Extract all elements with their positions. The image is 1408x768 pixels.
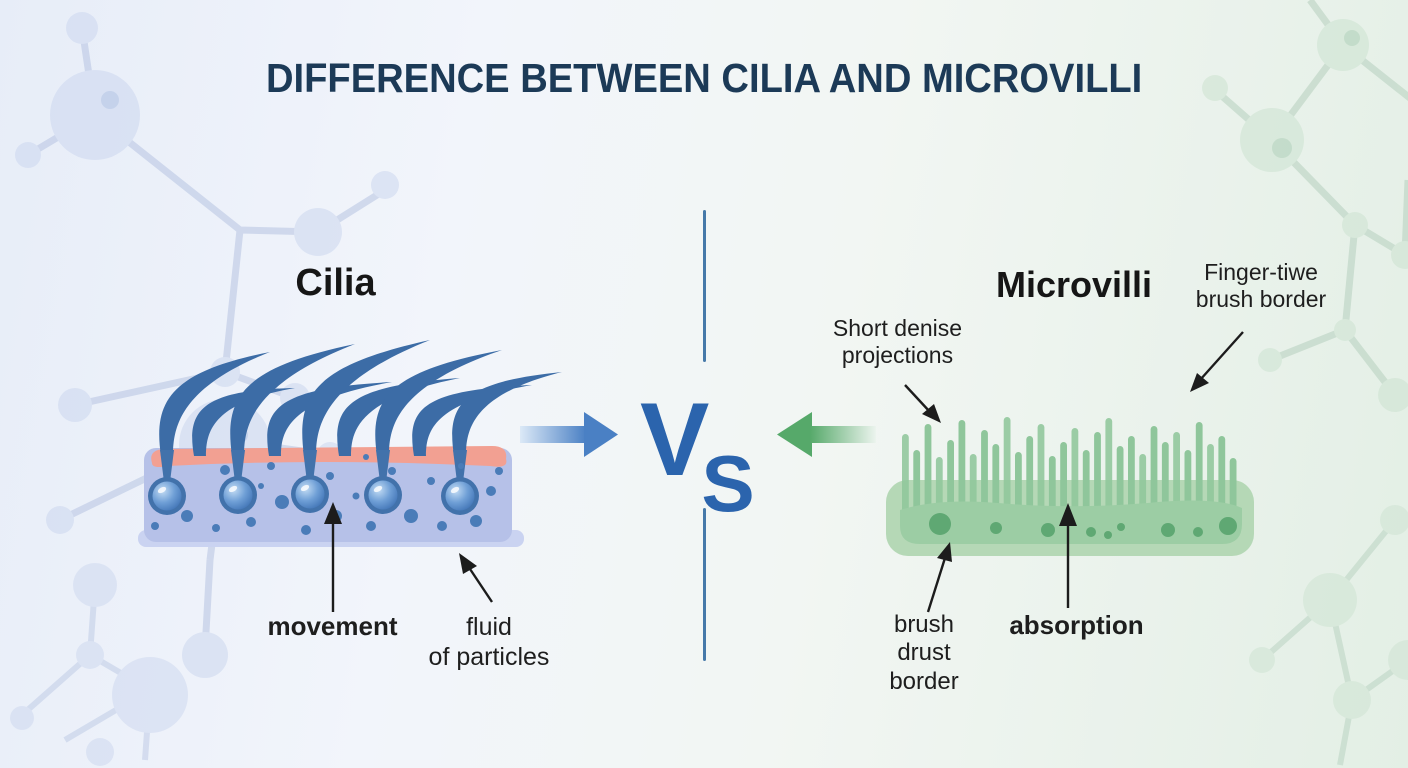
page-title: DIFFERENCE BETWEEN CILIA AND MICROVILLI <box>265 55 1143 101</box>
microvilli-cell-body <box>886 480 1254 556</box>
cilia-basal-bodies <box>148 450 479 515</box>
cilia-cytoplasm-dots <box>151 454 503 535</box>
fluid-of-particles-annotation: fluid of particles <box>428 613 550 671</box>
brush-border-arrow-icon <box>926 542 952 613</box>
vs-label: VS <box>640 388 780 528</box>
molecule-cluster-top-left-icon <box>15 12 399 678</box>
center-divider-top <box>703 210 706 362</box>
cilia-cell-base-strip <box>138 530 524 547</box>
movement-arrow-icon <box>324 502 342 612</box>
cilia-section-label: Cilia <box>295 262 376 304</box>
short-dense-projections-arrow-icon <box>904 384 941 423</box>
microvilli-section-label: Microvilli <box>995 264 1153 305</box>
cilia-cell-body <box>144 448 512 542</box>
vs-letter-v: V <box>640 382 710 498</box>
vs-arrow-left-icon <box>777 412 876 457</box>
molecule-cluster-bottom-right-icon <box>1249 505 1408 766</box>
cilia-diagram <box>138 340 562 547</box>
microvilli-diagram <box>886 417 1254 556</box>
vs-arrow-right-icon <box>520 412 618 457</box>
absorption-arrow-icon <box>1059 503 1077 608</box>
finger-brush-border-arrow-icon <box>1190 331 1244 392</box>
microvilli-fingers <box>902 417 1237 516</box>
center-divider-bottom <box>703 508 706 661</box>
microvilli-inner-region <box>900 500 1242 544</box>
vs-letter-s: S <box>701 439 755 528</box>
short-dense-projections-annotation: Short denise projections <box>832 315 963 369</box>
brush-border-annotation: brush drust border <box>889 611 959 695</box>
molecule-cluster-bottom-left-icon <box>10 563 188 766</box>
finger-brush-border-annotation: Finger-tiwe brush border <box>1195 259 1327 313</box>
cilia-apical-membrane <box>151 446 507 467</box>
absorption-annotation: absorption <box>1009 610 1144 640</box>
movement-annotation: movement <box>267 611 398 641</box>
cilia-strands <box>159 340 562 456</box>
fluid-arrow-icon <box>459 553 493 603</box>
microvilli-dots <box>929 513 1237 539</box>
